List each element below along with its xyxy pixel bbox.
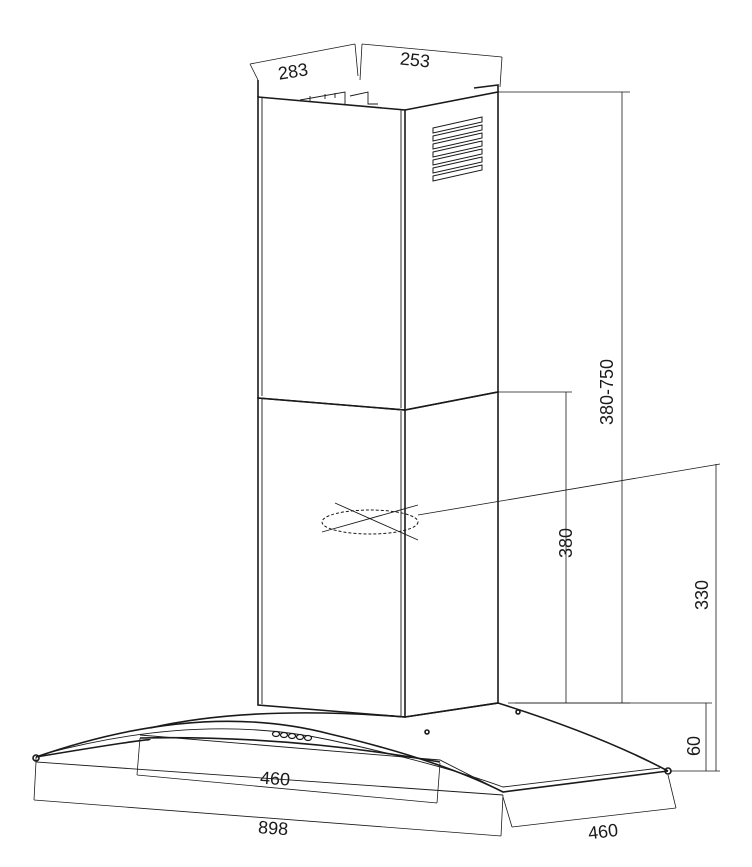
dim-lower-chimney: 380 bbox=[498, 391, 576, 703]
canopy-outer-curve bbox=[35, 720, 669, 793]
dim-label-330: 330 bbox=[692, 580, 712, 610]
control-buttons bbox=[271, 730, 313, 742]
lower-chimney-front bbox=[257, 397, 406, 718]
dim-label-460-side: 460 bbox=[587, 820, 619, 844]
dim-canopy-total-width: 898 bbox=[33, 761, 504, 839]
chimney bbox=[257, 80, 499, 718]
upper-chimney-front bbox=[257, 96, 406, 411]
dim-label-898: 898 bbox=[257, 817, 288, 839]
dim-canopy-height: 60 bbox=[508, 702, 712, 771]
dim-canopy-inner-width: 460 bbox=[136, 737, 441, 804]
canopy-screw-2 bbox=[515, 709, 521, 715]
outlet-marker bbox=[321, 502, 419, 541]
canopy-bottom-front bbox=[35, 736, 441, 763]
upper-chimney-inner-edge bbox=[261, 98, 402, 408]
dim-chimney-width: 253 bbox=[359, 43, 503, 88]
vent-slots bbox=[432, 116, 483, 182]
dim-label-460-front: 460 bbox=[259, 768, 290, 790]
canopy-screw bbox=[424, 729, 430, 735]
dim-label-380-750: 380-750 bbox=[597, 359, 617, 425]
upper-chimney-top-lip bbox=[257, 80, 499, 97]
canopy bbox=[32, 702, 672, 796]
lower-chimney-side bbox=[404, 391, 499, 718]
canopy-glass-inner bbox=[43, 728, 661, 788]
dim-chimney-depth: 283 bbox=[249, 43, 359, 97]
top-bracket bbox=[299, 91, 378, 105]
dim-chimney-height: 380-750 bbox=[498, 91, 630, 704]
dim-label-283: 283 bbox=[277, 59, 310, 83]
canopy-top-back bbox=[149, 702, 669, 772]
dim-outlet-height: 330 bbox=[417, 463, 721, 772]
dim-canopy-depth: 460 bbox=[502, 774, 677, 844]
canopy-corner-left bbox=[32, 754, 40, 762]
lower-chimney-inner-edge bbox=[261, 399, 402, 716]
dim-label-60: 60 bbox=[684, 736, 704, 756]
dim-label-253: 253 bbox=[399, 48, 431, 71]
dim-label-380: 380 bbox=[556, 528, 576, 558]
